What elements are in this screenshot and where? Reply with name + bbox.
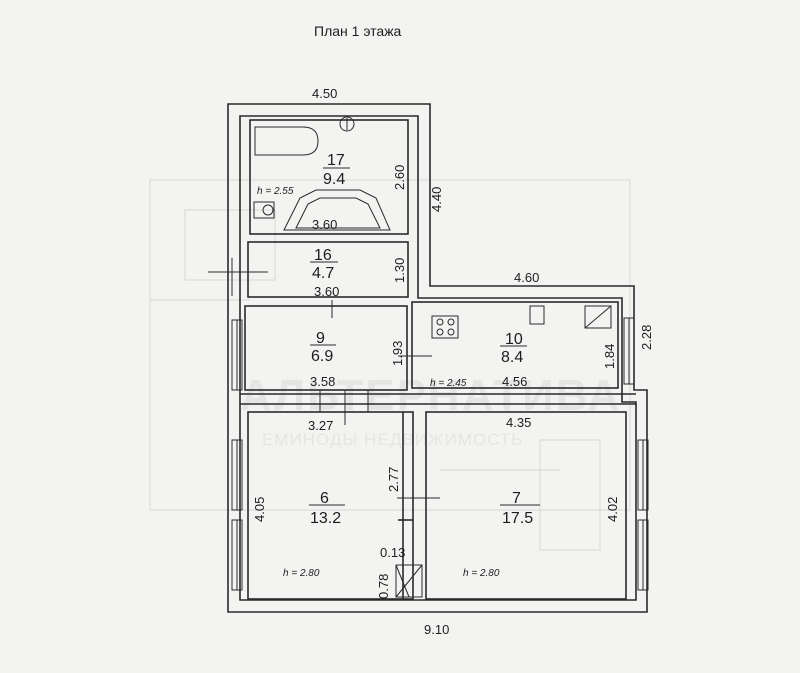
room-9-area: 6.9 <box>311 348 333 365</box>
dim-r10-width: 4.56 <box>502 374 527 389</box>
background-shadow <box>149 179 631 551</box>
room-7-number: 7 <box>512 490 521 507</box>
dim-r9-width: 3.58 <box>310 374 335 389</box>
dim-r6-height: 4.05 <box>252 497 267 522</box>
dim-r16-width: 3.60 <box>314 284 339 299</box>
dim-closet-h: 0.78 <box>376 574 391 599</box>
room-10-area: 8.4 <box>501 349 523 366</box>
room-17-area: 9.4 <box>323 171 345 188</box>
dim-tower-height: 4.40 <box>429 187 444 212</box>
dim-r10-height: 1.84 <box>602 344 617 369</box>
room-6-height: h = 2.80 <box>283 568 320 579</box>
room-10-height: h = 2.45 <box>430 378 467 389</box>
toilet-icon <box>253 201 275 219</box>
bathtub-icon <box>254 116 355 156</box>
dim-r6-width: 3.27 <box>308 418 333 433</box>
sink-icon <box>529 305 545 325</box>
interior-walls <box>240 119 636 600</box>
dim-r17-width: 3.60 <box>312 217 337 232</box>
dim-r7-height: 4.02 <box>605 497 620 522</box>
dim-total-width: 9.10 <box>424 622 449 637</box>
dim-r9-height: 1.93 <box>390 341 405 366</box>
dim-right-height: 2.28 <box>639 325 654 350</box>
dim-r7-width: 4.35 <box>506 415 531 430</box>
dim-r17-height: 2.60 <box>392 165 407 190</box>
room-9-number: 9 <box>316 330 325 347</box>
room-6-number: 6 <box>320 490 329 507</box>
boiler-icon <box>584 305 612 329</box>
stove-icon <box>283 189 391 231</box>
room-17-height: h = 2.55 <box>257 186 294 197</box>
dim-kitchen-top: 4.60 <box>514 270 539 285</box>
dim-r16-height: 1.30 <box>392 258 407 283</box>
dim-r6-wall: 2.77 <box>386 467 401 492</box>
room-6-area: 13.2 <box>310 510 341 527</box>
windows <box>231 317 649 591</box>
plan-title: План 1 этажа <box>314 23 402 39</box>
room-16-area: 4.7 <box>312 265 334 282</box>
room-10-number: 10 <box>505 331 523 348</box>
room-7-height: h = 2.80 <box>463 568 500 579</box>
dim-top-width: 4.50 <box>312 86 337 101</box>
closet-icon <box>395 564 423 598</box>
doors <box>208 258 440 499</box>
dim-closet-w: 0.13 <box>380 545 405 560</box>
room-17-number: 17 <box>327 152 345 169</box>
outer-walls <box>227 103 648 613</box>
room-16-number: 16 <box>314 247 332 264</box>
room-7-area: 17.5 <box>502 510 533 527</box>
watermark-tagline: ЕМИНОДЫ НЕДВИЖИМОСТЬ <box>262 430 523 449</box>
cooktop-icon <box>431 315 459 339</box>
